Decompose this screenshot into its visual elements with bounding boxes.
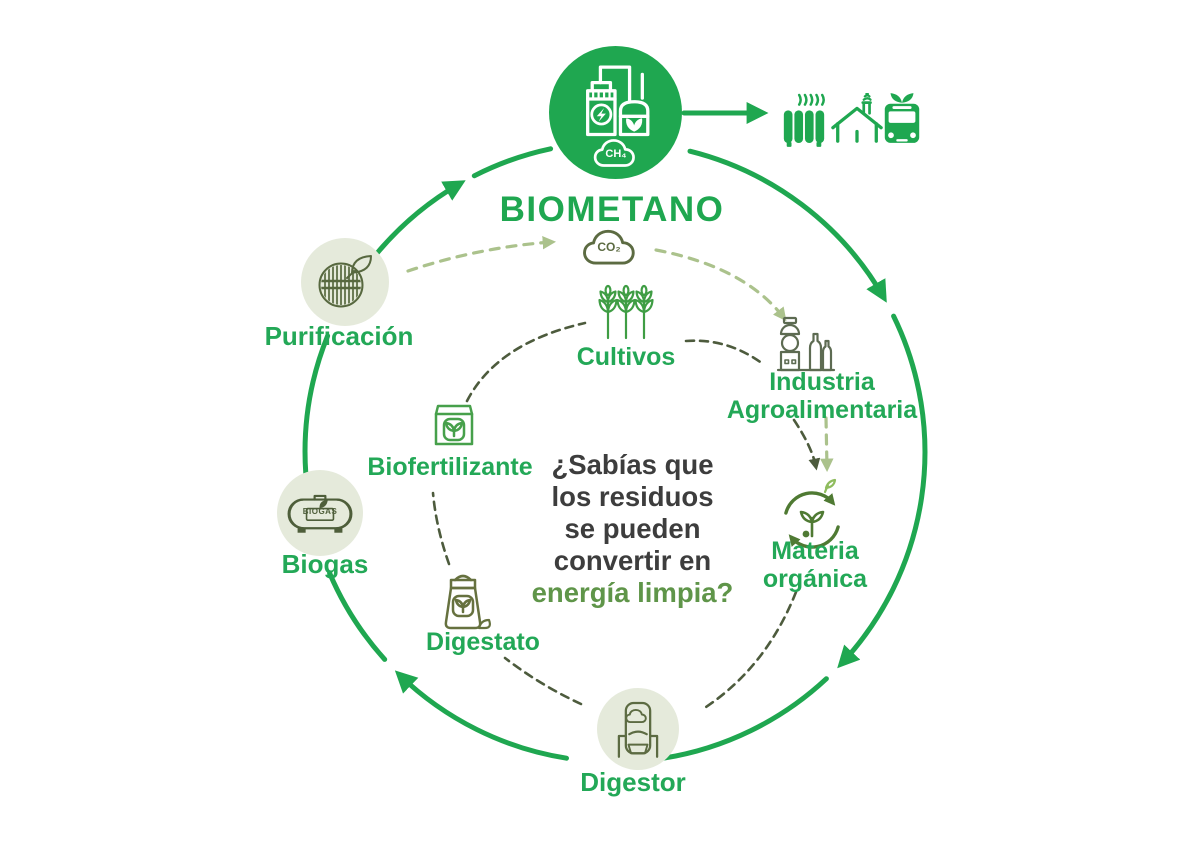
ch4-cloud-icon [593, 139, 635, 167]
industria-label-line1: Industria [769, 368, 875, 396]
radiator-heating-icon [783, 93, 825, 147]
dashed-biofertilizante-to-cultivos [465, 321, 587, 403]
co2-cloud-icon [583, 229, 635, 265]
biogas-tank-icon [287, 494, 353, 533]
co2-label: CO₂ [597, 240, 621, 254]
green-transport-bus-icon [884, 93, 920, 143]
arc-bottomleft [327, 570, 388, 662]
biofertilizante-label: Biofertilizante [367, 453, 533, 481]
question-line-3: se pueden [564, 513, 701, 544]
materia-label-line2: orgánica [762, 565, 868, 593]
biogas-tank-label: BIOGAS [302, 507, 338, 516]
dashed-cultivos-to-industria [684, 339, 765, 366]
industria-agroalimentaria-icon [776, 316, 836, 372]
industria-label-line2: Agroalimentaria [726, 396, 918, 424]
question-line-1: ¿Sabías que [551, 449, 714, 480]
page-title: BIOMETANO [499, 190, 725, 229]
dashed-industria-to-materia [792, 418, 821, 471]
materia-label-line1: Materia [771, 537, 859, 565]
question-line-2: los residuos [551, 481, 714, 512]
arc-purificacion-to-biometano [375, 180, 466, 256]
dashed-materia-to-digestor [701, 590, 798, 711]
biometano-plant-circle: CH₄ [549, 46, 682, 179]
biogas-circle: BIOGAS [277, 470, 363, 556]
cultivos-label: Cultivos [576, 343, 676, 371]
arc-right-to-bottomright [837, 313, 928, 669]
dashed-digestor-to-digestato [503, 656, 583, 706]
dashed-purificacion-to-co2 [406, 235, 557, 273]
industria-agroalimentaria-label: Industria Agroalimentaria [692, 368, 952, 424]
arc-topleft-into-biometano [471, 146, 554, 179]
digestato-sack-icon [444, 574, 491, 630]
arc-biometano-to-right [687, 148, 887, 303]
dashed-co2-to-industria [654, 248, 787, 322]
digestor-tank-icon [617, 701, 659, 758]
dashed-digestato-to-biofertilizante [431, 491, 451, 566]
biofertilizante-bag-icon [434, 404, 474, 446]
ch4-label: CH₄ [605, 148, 627, 160]
arc-biogas-to-purificacion [302, 333, 331, 477]
question-highlight: energía limpia? [531, 577, 734, 608]
digestor-circle [597, 688, 679, 770]
center-question: ¿Sabías que los residuos se pueden conve… [495, 449, 770, 609]
biogas-plant-icon [586, 65, 650, 137]
digestato-label: Digestato [426, 628, 540, 656]
purificacion-label: Purificación [264, 321, 414, 351]
dashed-industria-to-materia-light [820, 416, 834, 473]
arc-bottomright-to-digestor [661, 676, 829, 761]
co2-dashed-arrows [406, 235, 834, 473]
biogas-label: Biogas [281, 549, 369, 579]
question-line-4: convertir en [553, 545, 712, 576]
purificacion-circle [301, 238, 389, 326]
house-heating-icon [831, 92, 883, 143]
digestor-label: Digestor [580, 767, 686, 797]
inner-dashed-loop [431, 321, 821, 711]
arc-digestor-to-biogas [394, 670, 569, 761]
purificacion-filter-icon [318, 255, 372, 308]
outer-cycle-circle [302, 101, 928, 761]
materia-organica-label: Materia orgánica [715, 537, 915, 593]
cultivos-crops-icon [598, 284, 654, 340]
materia-organica-icon [784, 478, 840, 549]
